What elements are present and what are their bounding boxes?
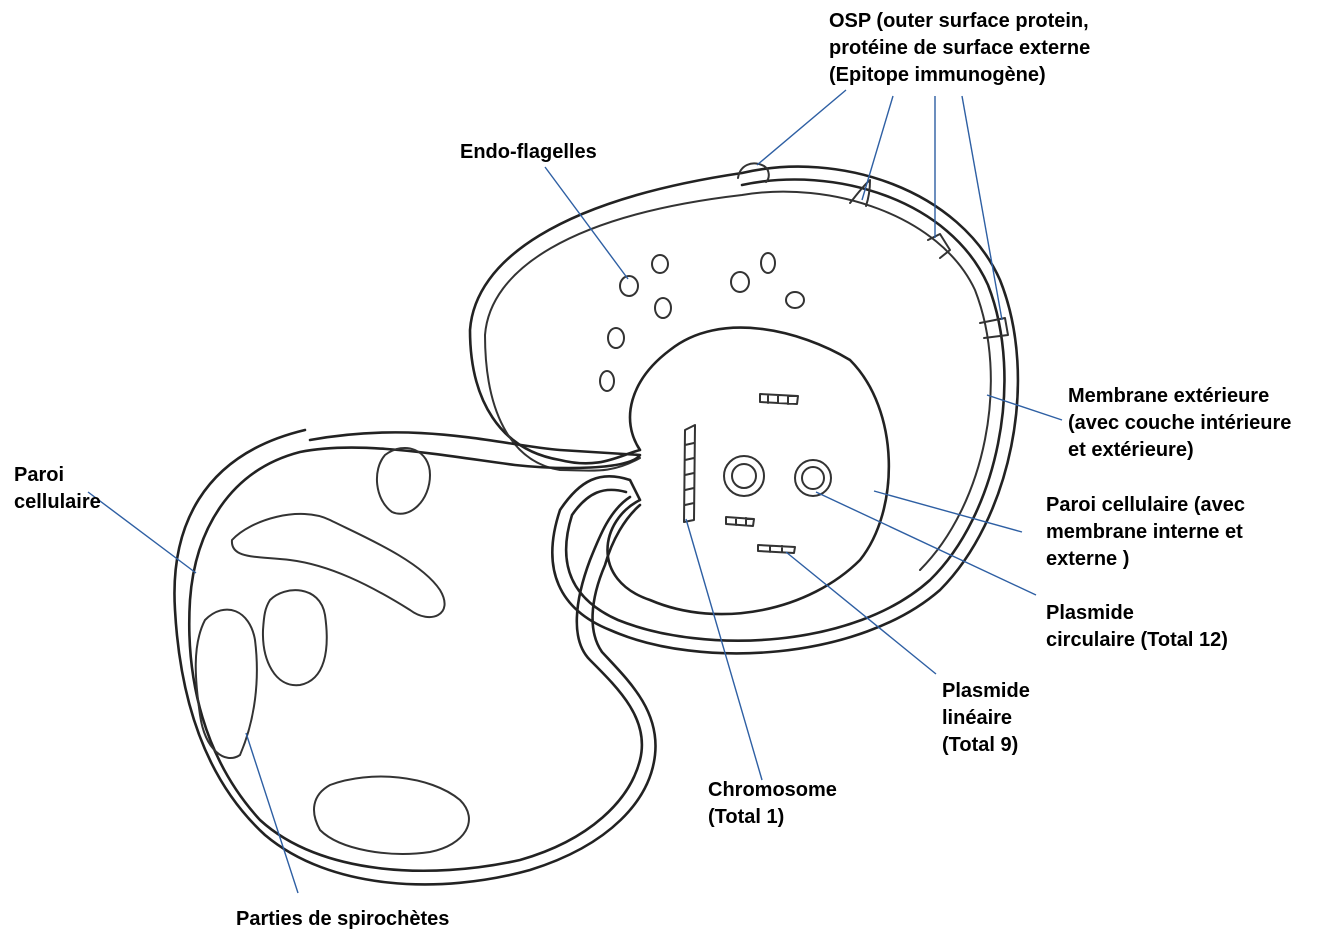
- circular-plasmid-a: [724, 456, 764, 496]
- left-cell: [174, 430, 655, 884]
- spirochete-part-d: [196, 610, 257, 758]
- label-chromosome: Chromosome (Total 1): [708, 777, 837, 831]
- label-endo-flagelles: Endo-flagelles: [460, 139, 597, 166]
- linear-plasmid-b: [726, 517, 754, 526]
- outer-membrane-outer-line: [470, 167, 1018, 654]
- label-plasmide-lineaire: Plasmide linéaire (Total 9): [942, 678, 1030, 759]
- linear-plasmid-c: [758, 545, 795, 553]
- label-plasmide-circulaire: Plasmide circulaire (Total 12): [1046, 600, 1228, 654]
- linear-plasmid-a: [760, 394, 798, 404]
- spirochete-part-a: [377, 448, 430, 514]
- right-cell: [470, 167, 1018, 654]
- spirochete-part-c: [263, 590, 327, 685]
- spirochete-part-b: [232, 514, 445, 617]
- chromosome-shape: [684, 425, 695, 522]
- label-paroi-cellulaire-left: Paroi cellulaire: [14, 462, 101, 516]
- outer-membrane-inner-line: [566, 180, 1004, 641]
- circular-plasmid-b: [795, 460, 831, 496]
- label-membrane-exterieure: Membrane extérieure (avec couche intérie…: [1068, 383, 1291, 464]
- inner-cytoplasm-edge: [485, 192, 991, 570]
- endo-flagella: [600, 253, 804, 391]
- label-paroi-cellulaire-right: Paroi cellulaire (avec membrane interne …: [1046, 492, 1245, 573]
- label-osp: OSP (outer surface protein, protéine de …: [829, 8, 1090, 89]
- genetic-material: [684, 394, 831, 553]
- label-parties-de-spirochetes: Parties de spirochètes: [236, 906, 449, 933]
- spirochete-part-e: [314, 777, 469, 854]
- left-cell-wall-inner: [174, 430, 655, 884]
